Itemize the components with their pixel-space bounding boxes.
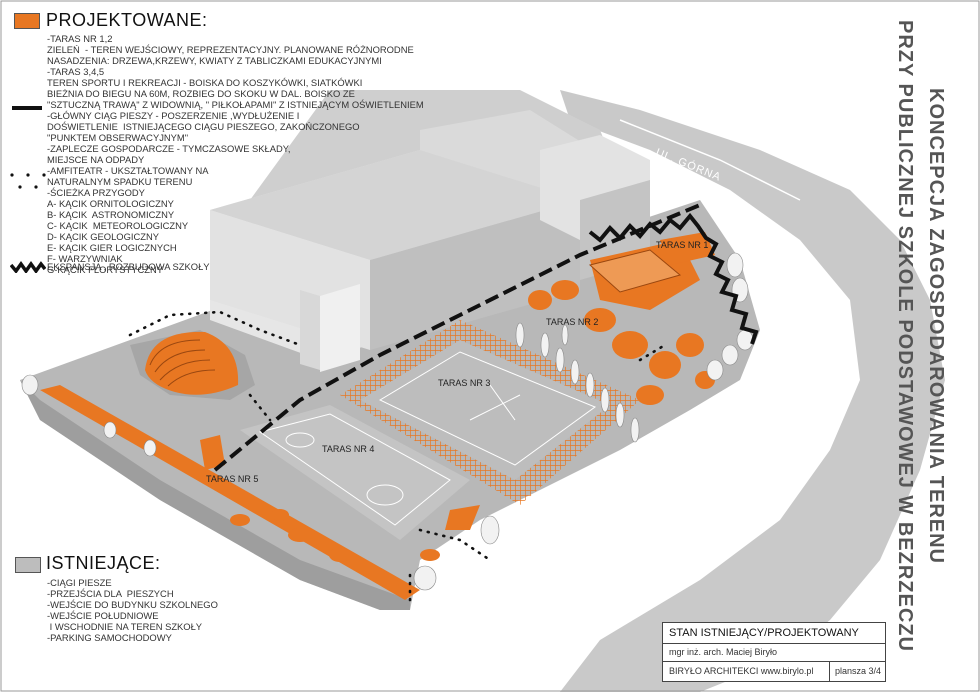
legend-line: NASADZENIA: DRZEWA,KRZEWY, KWIATY Z TABL… (47, 55, 382, 66)
legend-line: I WSCHODNIE NA TEREN SZKOŁY (47, 621, 203, 632)
legend-line: -PARKING SAMOCHODOWY (47, 632, 172, 643)
title-block: STAN ISTNIEJĄCY/PROJEKTOWANY mgr inż. ar… (662, 622, 886, 682)
legend-line: E- KĄCIK GIER LOGICZNYCH (47, 242, 177, 253)
title-block-office: BIRYŁO ARCHITEKCI www.birylo.pl (669, 666, 814, 676)
road-area (560, 90, 945, 692)
road-edge (599, 319, 851, 471)
page-title-line-2: PRZY PUBLICZNEJ SZKOLE PODSTAWOWEJ W BEZ… (894, 20, 916, 652)
taras-2-label: TARAS NR 2 (546, 317, 598, 327)
title-block-author: mgr inż. arch. Maciej Biryło (669, 647, 778, 657)
legend-line: F- WARZYWNIAK (47, 253, 123, 264)
legend-line: B- KĄCIK ASTRONOMICZNY (47, 209, 175, 220)
legend-existing-heading: ISTNIEJĄCE: (46, 553, 161, 573)
legend-line: A- KĄCIK ORNITOLOGICZNY (47, 198, 174, 209)
road-edge (559, 449, 801, 561)
legend-line: -PRZEJŚCIA DLA PIESZYCH (47, 588, 174, 599)
legend-path-swatch (12, 106, 42, 110)
taras-1-label: TARAS NR 1 (656, 240, 708, 250)
legend-line: MIEJSCE NA ODPADY (47, 154, 145, 165)
legend-existing-swatch (15, 557, 41, 573)
legend-line: C- KĄCIK METEOROLOGICZNY (47, 220, 189, 231)
legend-line: -AMFITEATR - UKSZTAŁTOWANY NA (47, 165, 209, 176)
sports-field-taras-3 (340, 320, 640, 505)
legend-line: ZIELEŃ - TEREN WEJŚCIOWY, REPREZENTACYJN… (47, 44, 414, 55)
legend-line: "SZTUCZNĄ TRAWĄ" Z WIDOWNIĄ, " PIŁKOŁAPA… (47, 99, 424, 110)
tree-row (21, 252, 754, 591)
taras-5-label: TARAS NR 5 (206, 474, 258, 484)
road-edge (619, 119, 801, 201)
main-pedestrian-path (213, 203, 701, 472)
legend-line: TEREN SPORTU I REKREACJI - BOISKA DO KOS… (47, 77, 363, 88)
legend-projected-heading: PROJEKTOWANE: (46, 10, 208, 30)
amphitheatre (130, 330, 255, 400)
legend-line: -GŁÓWNY CIĄG PIESZY - POSZERZENIE ,WYDŁU… (47, 110, 300, 121)
legend-line: DOŚWIETLENIE ISTNIEJĄCEGO CIĄGU PIESZEGO… (47, 121, 360, 132)
page-title-line-1: KONCEPCJA ZAGOSPODAROWANIA TERENU (925, 88, 947, 564)
expansion-zigzag (588, 212, 759, 345)
legend-line: D- KĄCIK GEOLOGICZNY (47, 231, 159, 242)
title-block-divider (829, 661, 830, 681)
taras-3-label: TARAS NR 3 (438, 378, 490, 388)
legend-line: -TARAS NR 1,2 (47, 33, 113, 44)
street-label-szkolna: UL. SZKOLNA (643, 434, 703, 506)
site-ground-left (20, 380, 410, 610)
adventure-path (128, 310, 667, 602)
legend-line: -WEJŚCIE DO BUDYNKU SZKOLNEGO (47, 599, 218, 610)
legend-expansion-label: EKSPANSJA , ROZBUDOWA SZKOŁY (47, 261, 210, 272)
legend-line: G-KĄCIK FLORYSTYCZNY (47, 264, 163, 275)
orange-running-track (40, 385, 480, 600)
legend-zigzag-swatch (9, 260, 47, 278)
title-block-heading: STAN ISTNIEJĄCY/PROJEKTOWANY (669, 627, 859, 639)
legend-projected-swatch (14, 13, 40, 29)
legend-line: -ZAPLECZE GOSPODARCZE - TYMCZASOWE SKŁAD… (47, 143, 291, 154)
legend-line: -WEJŚCIE POŁUDNIOWE (47, 610, 159, 621)
taras-4-label: TARAS NR 4 (322, 444, 374, 454)
title-block-sheet: plansza 3/4 (835, 666, 882, 676)
legend-line: -TARAS 3,4,5 (47, 66, 105, 77)
school-building (210, 110, 650, 372)
legend-dots-swatch (8, 172, 48, 190)
pergola (588, 249, 682, 293)
legend-line: "PUNKTEM OBSERWACYJNYM" (47, 132, 189, 143)
legend-line: BIEŻNIA DO BIEGU NA 60M, ROZBIEG DO SKOK… (47, 88, 355, 99)
legend-line: NATURALNYM SPADKU TERENU (47, 176, 193, 187)
legend-line: -CIĄGI PIESZE (47, 577, 112, 588)
basketball-court-taras-4 (240, 405, 470, 540)
legend-line: -ŚCIEŻKA PRZYGODY (47, 187, 145, 198)
